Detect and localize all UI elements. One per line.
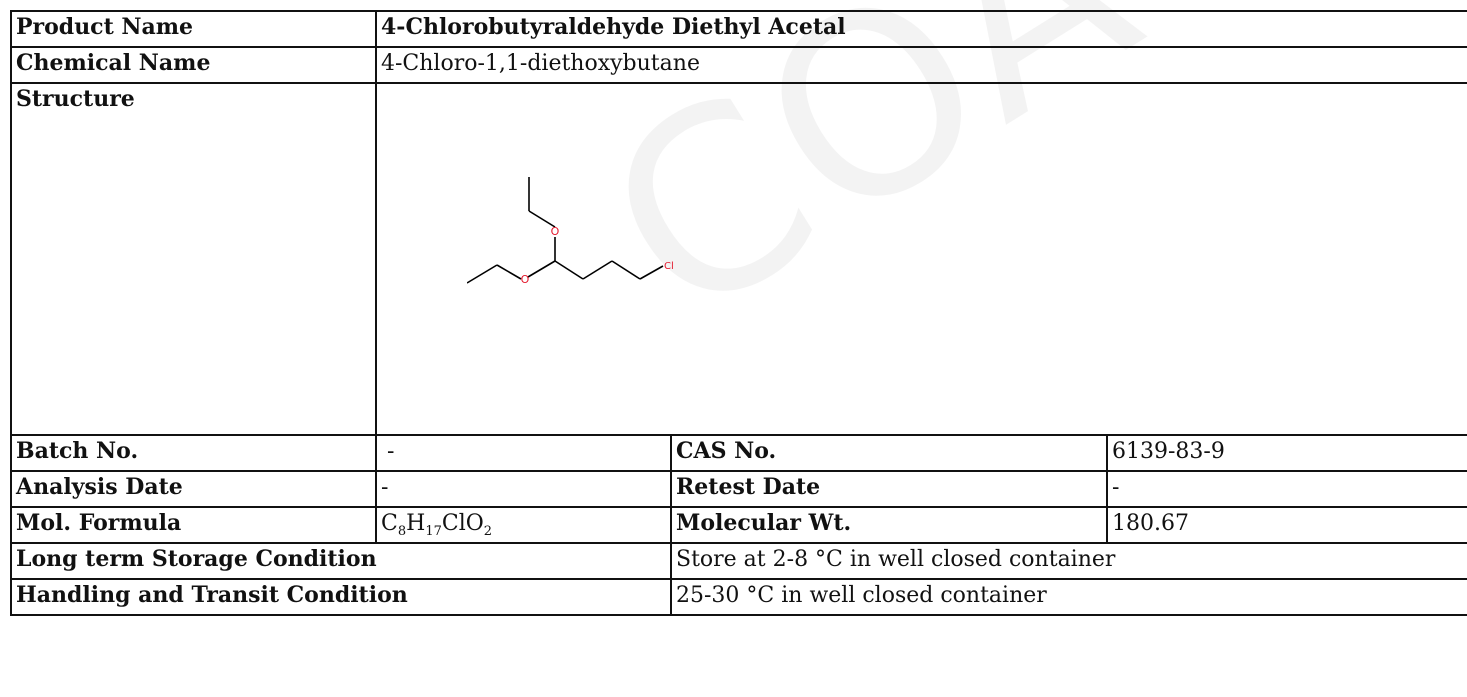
analysis-date-label: Analysis Date [10, 470, 377, 508]
row-formula-wt: Mol. Formula C8H17ClO2 Molecular Wt. 180… [10, 506, 1467, 544]
chemical-name-label: Chemical Name [10, 46, 377, 84]
retest-date-value: - [1105, 470, 1467, 508]
row-product-name: Product Name 4-Chlorobutyraldehyde Dieth… [10, 10, 1467, 48]
structure-cell: O O Cl [374, 82, 1467, 436]
formula-value: C8H17ClO2 [375, 506, 672, 544]
bond-8 [582, 260, 613, 280]
handling-value: 25-30 °C in well closed container [669, 578, 1467, 616]
formula-c: C [381, 511, 398, 536]
long-storage-label: Long term Storage Condition [10, 542, 672, 580]
structure-bonds [467, 177, 664, 284]
bond-6 [467, 264, 498, 284]
atom-o-bottom: O [521, 273, 530, 286]
bond-7 [554, 260, 584, 280]
handling-label: Handling and Transit Condition [10, 578, 672, 616]
bond-10 [639, 265, 664, 280]
bond-9 [611, 260, 641, 280]
cas-value: 6139-83-9 [1105, 434, 1467, 472]
row-dates: Analysis Date - Retest Date - [10, 470, 1467, 508]
row-long-storage: Long term Storage Condition Store at 2-8… [10, 542, 1467, 580]
bond-4 [527, 260, 556, 278]
batch-value: - [375, 434, 672, 472]
row-handling: Handling and Transit Condition 25-30 °C … [10, 578, 1467, 616]
formula-rest: ClO [441, 511, 484, 536]
formula-o-count: 2 [483, 524, 493, 539]
chemical-name-value: 4-Chloro-1,1-diethoxybutane [374, 46, 1467, 84]
formula-h: H [406, 511, 426, 536]
coa-table: Product Name 4-Chlorobutyraldehyde Dieth… [10, 10, 1467, 616]
bond-2 [528, 210, 556, 228]
row-structure: Structure O O Cl [10, 82, 1467, 436]
retest-date-label: Retest Date [670, 470, 1108, 508]
bond-5 [496, 264, 522, 280]
long-storage-value: Store at 2-8 °C in well closed container [669, 542, 1467, 580]
structure-diagram: O O Cl [467, 177, 674, 286]
atom-o-top: O [551, 225, 560, 238]
row-batch-cas: Batch No. - CAS No. 6139-83-9 [10, 434, 1467, 472]
row-chemical-name: Chemical Name 4-Chloro-1,1-diethoxybutan… [10, 46, 1467, 84]
formula-c-count: 8 [397, 524, 407, 539]
product-name-value: 4-Chlorobutyraldehyde Diethyl Acetal [374, 10, 1467, 48]
batch-label: Batch No. [10, 434, 377, 472]
mol-wt-label: Molecular Wt. [670, 506, 1108, 544]
product-name-label: Product Name [10, 10, 377, 48]
formula-h-count: 17 [425, 524, 442, 539]
structure-label: Structure [10, 82, 377, 436]
formula-label: Mol. Formula [10, 506, 377, 544]
cas-label: CAS No. [670, 434, 1108, 472]
atom-cl: Cl [664, 261, 674, 272]
mol-wt-value: 180.67 [1105, 506, 1467, 544]
analysis-date-value: - [375, 470, 672, 508]
